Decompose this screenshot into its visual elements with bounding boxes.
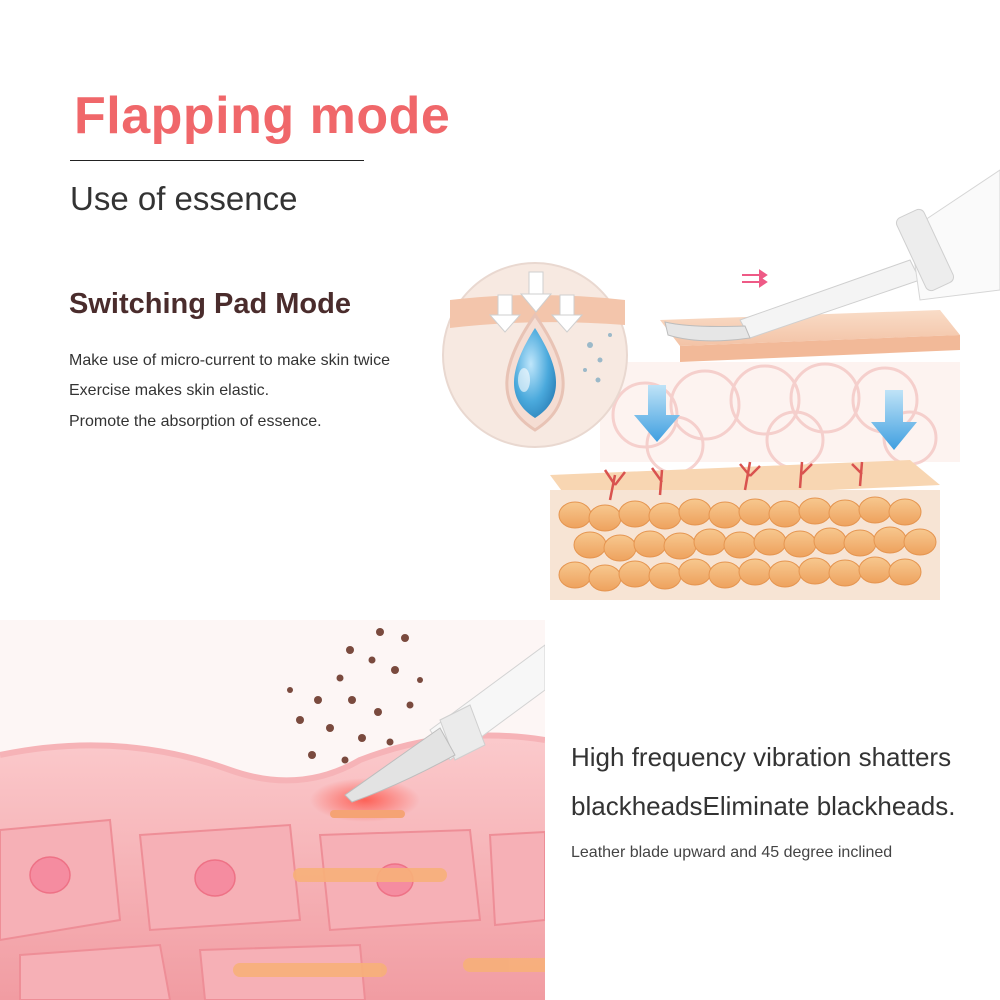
- pad-mode-line-2: Exercise makes skin elastic.: [69, 382, 270, 399]
- section-heading: Switching Pad Mode: [69, 288, 351, 320]
- page-title: Flapping mode: [74, 87, 451, 145]
- blackhead-particles-icon: [287, 628, 423, 764]
- motion-arrows-icon: [742, 269, 768, 288]
- title-divider: [70, 160, 364, 161]
- vibration-line-1: High frequency vibration shatters: [571, 742, 952, 772]
- vibration-line-2: blackheadsEliminate blackheads.: [571, 791, 956, 821]
- pad-device: [664, 169, 1000, 342]
- blackhead-removal-illustration: [0, 620, 545, 1000]
- pad-mode-illustration: [442, 169, 1000, 600]
- pad-mode-line-1: Make use of micro-current to make skin t…: [69, 352, 390, 369]
- vibration-note: Leather blade upward and 45 degree incli…: [571, 844, 893, 861]
- blade-device: [344, 644, 545, 803]
- pad-mode-line-3: Promote the absorption of essence.: [69, 413, 322, 430]
- down-arrow-icon: [634, 385, 917, 450]
- page-subtitle: Use of essence: [70, 180, 298, 217]
- essence-drop-icon: [442, 262, 628, 448]
